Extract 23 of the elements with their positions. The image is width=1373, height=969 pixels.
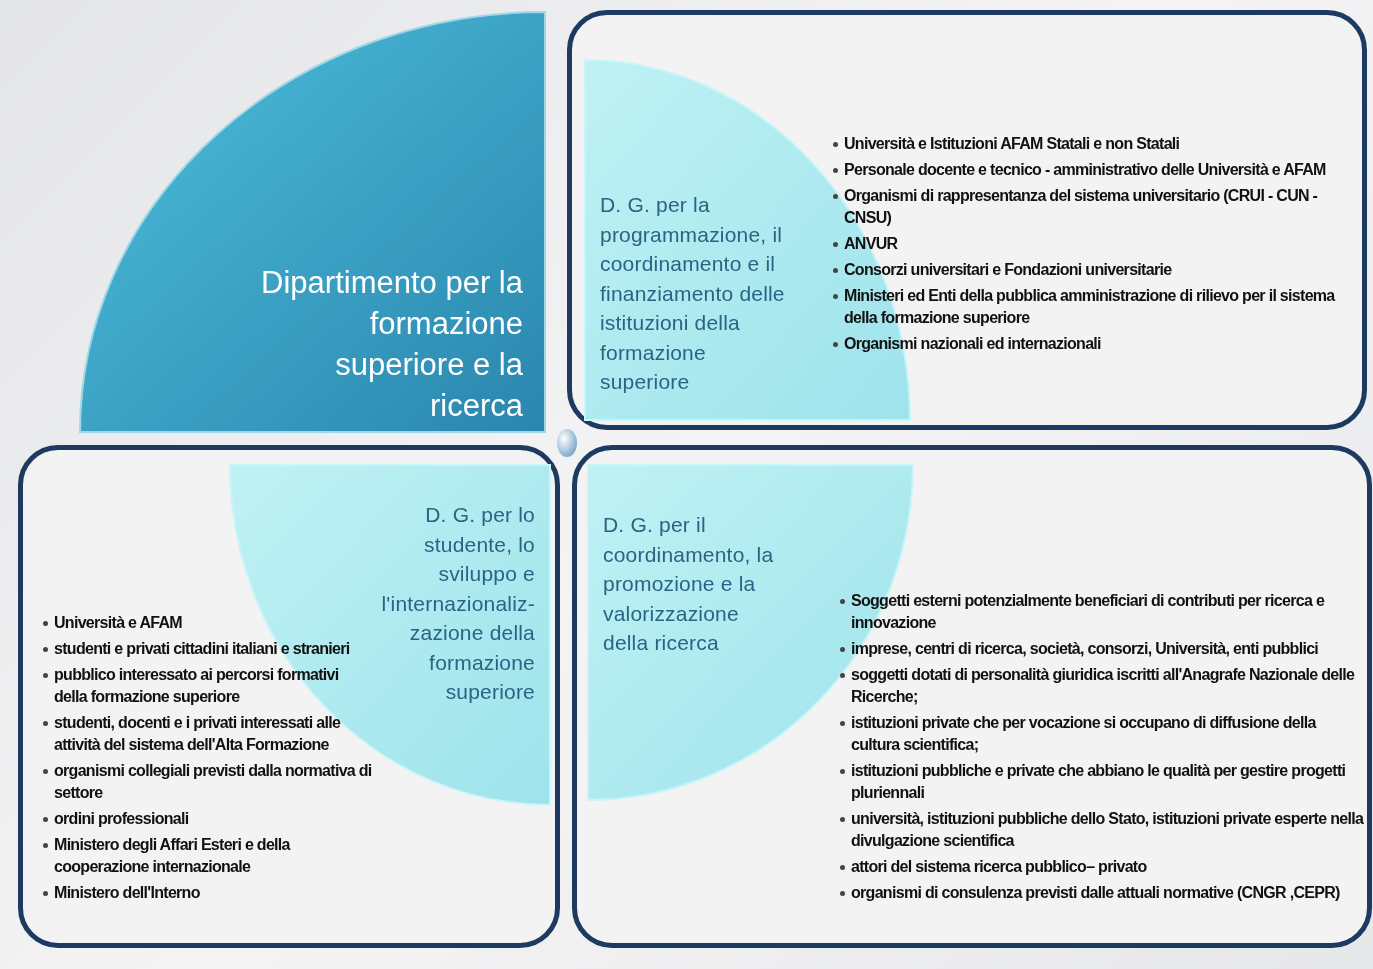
node-title: Dipartimento per la formazione superiore e la ricerca xyxy=(260,264,523,425)
list-item: studenti e privati cittadini italiani e stranieri xyxy=(54,639,351,659)
list-item: soggetti dotati di personalità giuridica iscritti all'Anagrafe Nazionale delle Ricerche; xyxy=(851,665,1356,707)
list-item: ordini professionali xyxy=(54,809,190,829)
list-item: Ministero degli Affari Esteri e della cooperazione internazionale xyxy=(54,835,292,877)
list-item: Organismi nazionali ed internazionali xyxy=(844,334,1102,354)
node-title: D. G. per il coordinamento, la promozione e la valorizzazione della ricerca xyxy=(603,512,775,656)
node-title: D. G. per la programmazione, il coordinamento e il finanziamento delle istituzioni della formazione superiore xyxy=(600,192,786,395)
list-item: istituzioni private che per vocazione si occupano di diffusione della cultura scientifica; xyxy=(851,713,1318,755)
list-item: ANVUR xyxy=(844,234,899,254)
list-item: Università e Istituzioni AFAM Statali e non Statali xyxy=(844,134,1181,154)
list-item: Consorzi universitari e Fondazioni universitarie xyxy=(844,260,1173,280)
list-item: organismi di consulenza previsti dalle attuali normative (CNGR ,CEPR) xyxy=(851,883,1341,903)
list-item: Ministeri ed Enti della pubblica amministrazione di rilievo per il sistema della formazione superiore xyxy=(844,286,1337,328)
list-item: Personale docente e tecnico - amministrativo delle Università e AFAM xyxy=(844,160,1327,180)
rounded-panel xyxy=(18,445,560,948)
rounded-panel xyxy=(572,445,1372,948)
list-item: Ministero dell'Interno xyxy=(54,883,201,903)
rounded-panel xyxy=(567,10,1367,430)
list-item: attori del sistema ricerca pubblico– privato xyxy=(851,857,1148,877)
list-item: Organismi di rappresentanza del sistema universitario (CRUI - CUN - CNSU) xyxy=(844,186,1319,228)
list-item: imprese, centri di ricerca, società, consorzi, Università, enti pubblici xyxy=(851,639,1320,659)
list-item: Università e AFAM xyxy=(54,613,183,633)
